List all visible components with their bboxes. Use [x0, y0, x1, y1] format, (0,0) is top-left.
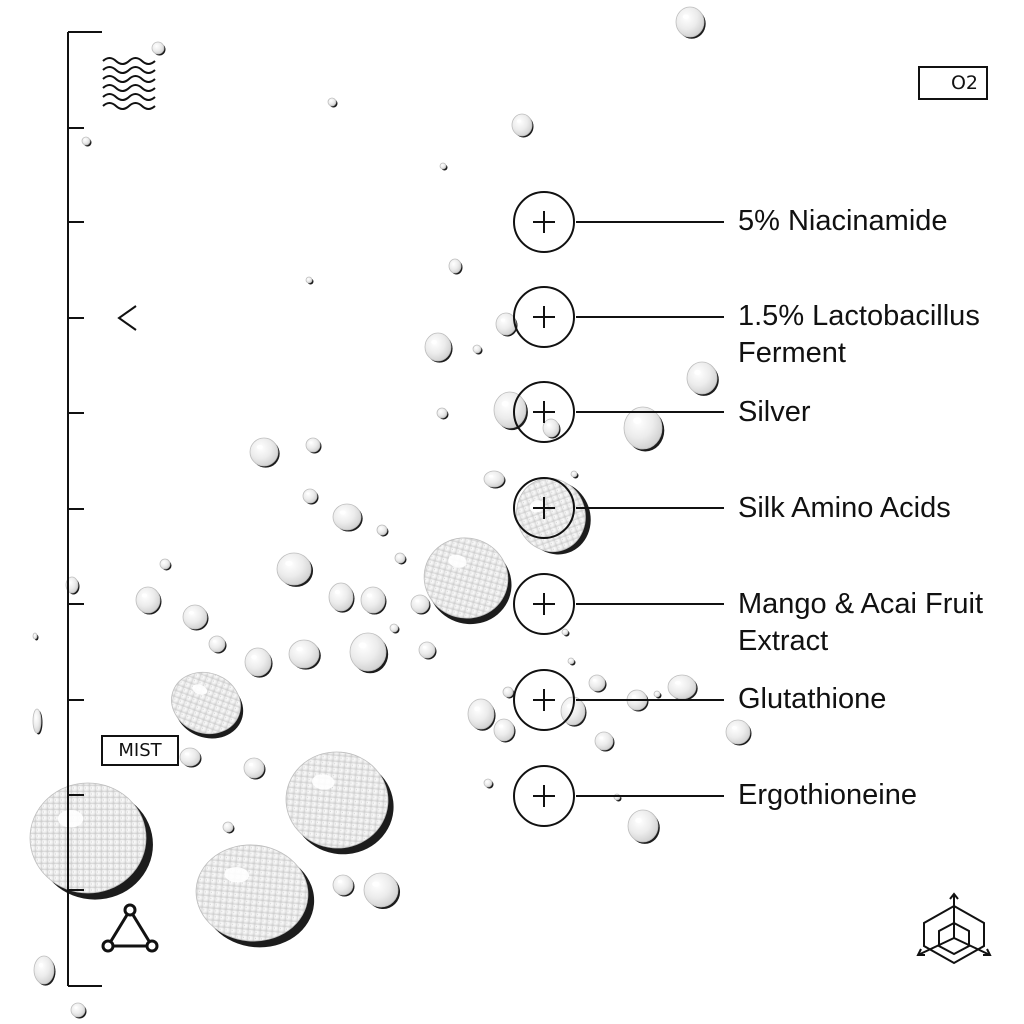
ingredient-label-silver: Silver: [738, 396, 811, 428]
hotspot-button-lactobacillus[interactable]: [513, 286, 575, 348]
water-droplet: [686, 361, 719, 396]
water-droplet: [418, 641, 437, 660]
water-droplet: [195, 844, 315, 948]
water-droplet: [394, 552, 407, 565]
water-droplet: [249, 437, 280, 468]
water-droplet: [467, 698, 496, 731]
water-droplet: [285, 751, 394, 855]
water-droplet: [288, 639, 321, 670]
water-droplet: [376, 524, 389, 537]
waves-icon: [102, 57, 156, 110]
water-droplet: [159, 558, 172, 571]
water-droplet: [594, 731, 615, 752]
hotspot-circle: [513, 381, 575, 443]
ingredient-label-glutathione: Glutathione: [738, 683, 887, 715]
hotspot-circle: [513, 477, 575, 539]
hotspot-button-silver[interactable]: [513, 381, 575, 443]
water-droplet: [623, 406, 665, 452]
hotspot-circle: [513, 765, 575, 827]
water-droplet: [502, 686, 515, 699]
water-droplet: [29, 782, 153, 900]
water-droplet: [208, 635, 227, 654]
water-droplet: [243, 757, 266, 780]
page-indicator: O2: [918, 66, 988, 100]
water-droplet: [332, 503, 363, 532]
water-droplet: [81, 136, 92, 147]
water-droplet: [424, 332, 453, 363]
ingredient-label-mango-acai: Mango & Acai Fruit Extract: [738, 588, 983, 657]
water-droplet: [627, 809, 660, 844]
mist-label: MIST: [101, 735, 179, 766]
water-droplet: [495, 312, 518, 337]
ingredient-label-lactobacillus: 1.5% Lactobacillus Ferment: [738, 300, 980, 369]
hotspot-button-niacinamide[interactable]: [513, 191, 575, 253]
water-droplet: [360, 586, 387, 615]
hotspot-button-ergothioneine[interactable]: [513, 765, 575, 827]
water-droplet: [542, 418, 561, 439]
water-droplet: [305, 437, 322, 454]
water-droplet: [182, 604, 209, 631]
triangle-nodes-icon: [101, 903, 159, 953]
water-droplet: [349, 632, 389, 674]
ingredient-label-ergothioneine: Ergothioneine: [738, 779, 917, 811]
water-droplet: [567, 657, 576, 666]
hotspot-button-glutathione[interactable]: [513, 669, 575, 731]
water-droplet: [276, 552, 314, 587]
water-droplet: [493, 391, 528, 431]
water-droplet: [33, 955, 56, 986]
water-droplet: [327, 97, 338, 108]
water-droplet: [436, 407, 449, 420]
hotspot-circle: [513, 573, 575, 635]
ingredient-label-niacinamide: 5% Niacinamide: [738, 205, 948, 237]
water-droplet: [171, 671, 244, 739]
water-droplet: [472, 344, 483, 355]
water-droplet: [448, 258, 463, 275]
water-droplet: [179, 747, 202, 768]
water-droplet: [570, 470, 579, 479]
water-droplet: [725, 719, 752, 746]
water-droplet: [483, 778, 494, 789]
water-droplet: [423, 537, 512, 625]
vertical-ruler: [67, 31, 102, 987]
hotspot-circle: [513, 669, 575, 731]
isometric-cube-icon: [916, 892, 992, 965]
water-droplet: [483, 470, 506, 489]
water-droplet: [332, 874, 355, 897]
water-droplet: [410, 594, 431, 615]
hotspot-circle: [513, 286, 575, 348]
water-droplet: [32, 708, 43, 735]
water-droplet: [439, 162, 448, 171]
water-droplet: [305, 276, 314, 285]
water-droplet: [32, 632, 39, 641]
water-droplet: [135, 586, 162, 615]
water-droplet: [328, 582, 355, 613]
water-droplet: [302, 488, 319, 505]
water-droplet: [151, 41, 166, 56]
water-droplet: [675, 6, 706, 39]
water-droplet: [389, 623, 400, 634]
water-droplet: [222, 821, 235, 834]
water-droplet: [588, 674, 607, 693]
water-droplet: [244, 647, 273, 678]
hotspot-circle: [513, 191, 575, 253]
ingredient-label-silk-amino-acids: Silk Amino Acids: [738, 492, 951, 524]
chevron-left-icon: [117, 305, 137, 331]
water-droplet: [667, 674, 698, 701]
water-droplet: [70, 1002, 87, 1019]
hotspot-button-silk-amino-acids[interactable]: [513, 477, 575, 539]
water-droplet: [493, 718, 516, 743]
hotspot-button-mango-acai[interactable]: [513, 573, 575, 635]
water-droplet: [511, 113, 534, 138]
water-droplet: [363, 872, 401, 910]
water-droplet: [561, 628, 570, 637]
water-droplet: [653, 690, 662, 699]
